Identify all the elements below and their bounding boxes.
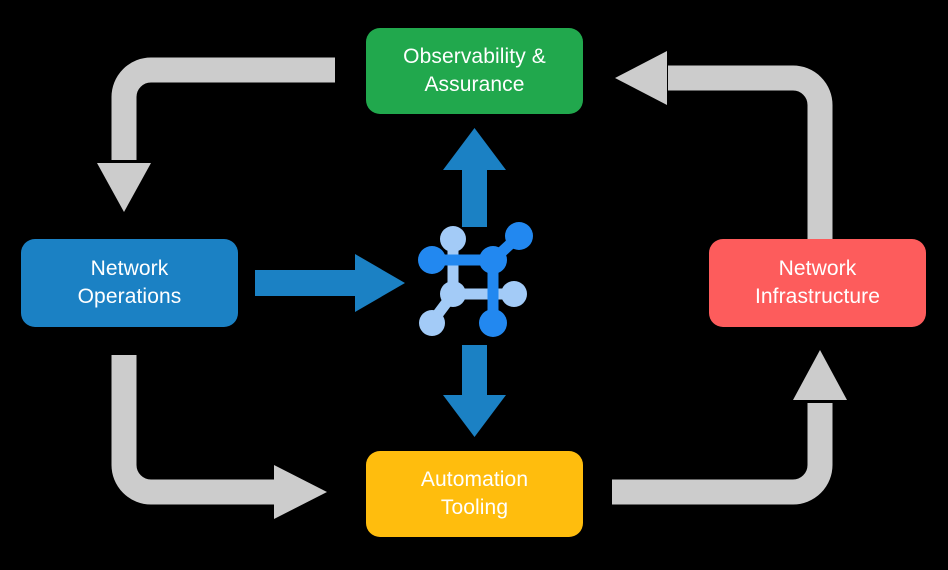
- node-label-line1: Network: [90, 257, 169, 281]
- arrow-center-to-automation: [443, 345, 506, 437]
- node-label-line2: Operations: [77, 285, 182, 308]
- network-topology-icon: [418, 222, 533, 337]
- arrow-operations-to-automation: [111, 355, 327, 519]
- node-network-infrastructure[interactable]: Network Infrastructure: [709, 239, 926, 327]
- node-label-line1: Network: [778, 257, 857, 281]
- node-label-group: Network Infrastructure: [755, 255, 880, 310]
- node-label-group: Network Operations: [78, 255, 182, 310]
- node-observability-assurance[interactable]: Observability & Assurance: [366, 28, 583, 114]
- arrow-observability-to-operations: [97, 57, 335, 212]
- node-label-group: Observability & Assurance: [403, 43, 546, 98]
- node-label-line2: Infrastructure: [754, 285, 881, 308]
- arrow-center-to-observability: [443, 128, 506, 227]
- arrow-automation-to-infrastructure: [612, 350, 847, 505]
- node-label-line1: Automation: [420, 468, 529, 492]
- arrow-operations-to-center: [255, 254, 405, 312]
- arrow-infrastructure-to-observability: [615, 51, 833, 240]
- node-automation-tooling[interactable]: Automation Tooling: [366, 451, 583, 537]
- node-label-line2: Tooling: [440, 496, 509, 519]
- node-network-operations[interactable]: Network Operations: [21, 239, 238, 327]
- node-label-line1: Observability &: [403, 45, 546, 69]
- node-label-line2: Assurance: [424, 73, 525, 96]
- node-label-group: Automation Tooling: [421, 466, 528, 521]
